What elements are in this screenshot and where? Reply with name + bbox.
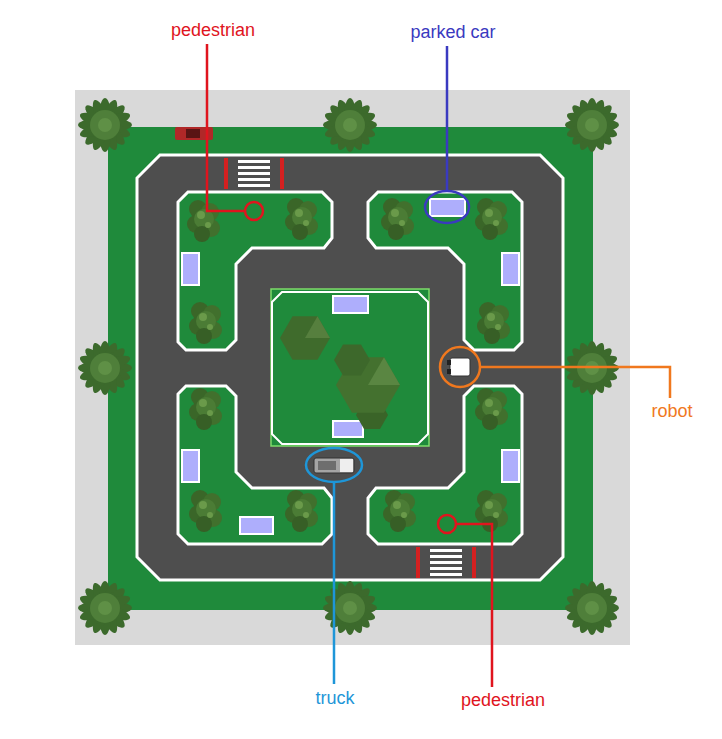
bushes xyxy=(187,198,510,532)
tree xyxy=(77,580,132,635)
robot-wheel xyxy=(447,360,451,365)
bush xyxy=(189,388,222,430)
truck-bed xyxy=(318,461,336,470)
callout-label: parked car xyxy=(410,23,495,43)
parking-spot xyxy=(333,296,368,313)
crosswalk-bar xyxy=(472,547,476,578)
truck-body xyxy=(314,458,354,473)
crosswalk-stripe xyxy=(430,573,462,576)
parking-spot xyxy=(182,253,199,285)
crosswalk-stripe xyxy=(430,549,462,552)
callout-label: pedestrian xyxy=(171,21,255,41)
crosswalk-bar xyxy=(280,158,284,189)
tree-facet xyxy=(305,316,330,338)
crosswalk-stripe xyxy=(238,184,270,187)
tree xyxy=(77,97,132,152)
robot-wheel xyxy=(447,369,451,374)
crosswalk-bar xyxy=(416,547,420,578)
tree xyxy=(564,580,619,635)
crosswalk-stripe xyxy=(238,178,270,181)
tree xyxy=(322,580,377,635)
callout-circle xyxy=(440,347,480,387)
bush xyxy=(189,302,222,344)
truck-vehicle xyxy=(314,458,354,473)
crosswalk-stripe xyxy=(430,561,462,564)
bush xyxy=(187,200,220,242)
bush xyxy=(189,490,222,532)
callout-label: pedestrian xyxy=(461,691,545,711)
robot-vehicle xyxy=(447,358,470,376)
callout-label: robot xyxy=(651,402,692,422)
truck-cab xyxy=(340,459,353,472)
tree xyxy=(280,316,330,359)
crosswalk-stripe xyxy=(238,172,270,175)
tree-facet xyxy=(368,357,400,385)
tree xyxy=(564,97,619,152)
crosswalk-stripe xyxy=(238,160,270,163)
leader-line xyxy=(480,367,670,398)
center-island-outline xyxy=(272,292,428,444)
center-island xyxy=(271,289,429,446)
parking-spot xyxy=(502,253,519,285)
leader-line xyxy=(333,482,336,684)
parking-spot xyxy=(430,199,465,216)
crosswalk xyxy=(416,547,476,578)
callout-label: truck xyxy=(315,689,354,709)
car-window xyxy=(186,129,200,138)
callout-circle xyxy=(245,202,263,220)
parking-spot xyxy=(240,517,273,534)
callout-ellipse xyxy=(306,448,362,482)
bush xyxy=(475,198,508,240)
parking-spot xyxy=(333,421,363,437)
leader-line xyxy=(446,46,449,191)
callout-circle xyxy=(438,515,456,533)
bush xyxy=(477,302,510,344)
crosswalk xyxy=(224,158,284,189)
callouts xyxy=(207,44,670,687)
tree xyxy=(77,340,132,395)
center-trees xyxy=(280,316,400,429)
parking-spot xyxy=(502,450,519,482)
callout-ellipse xyxy=(425,191,469,223)
parking-spots xyxy=(182,199,519,534)
bush xyxy=(285,198,318,240)
tree xyxy=(322,97,377,152)
crosswalk-stripe xyxy=(238,166,270,169)
crosswalk-stripe xyxy=(430,555,462,558)
tree xyxy=(334,344,370,375)
parking-spot xyxy=(182,450,199,482)
leader-line xyxy=(456,524,492,687)
bush xyxy=(285,490,318,532)
bush xyxy=(475,388,508,430)
leader-line xyxy=(207,44,245,211)
bush xyxy=(381,198,414,240)
robot-body xyxy=(450,358,470,376)
grass-field xyxy=(108,127,593,610)
crosswalk-bar xyxy=(224,158,228,189)
crosswalk-stripe xyxy=(430,567,462,570)
bush xyxy=(383,490,416,532)
